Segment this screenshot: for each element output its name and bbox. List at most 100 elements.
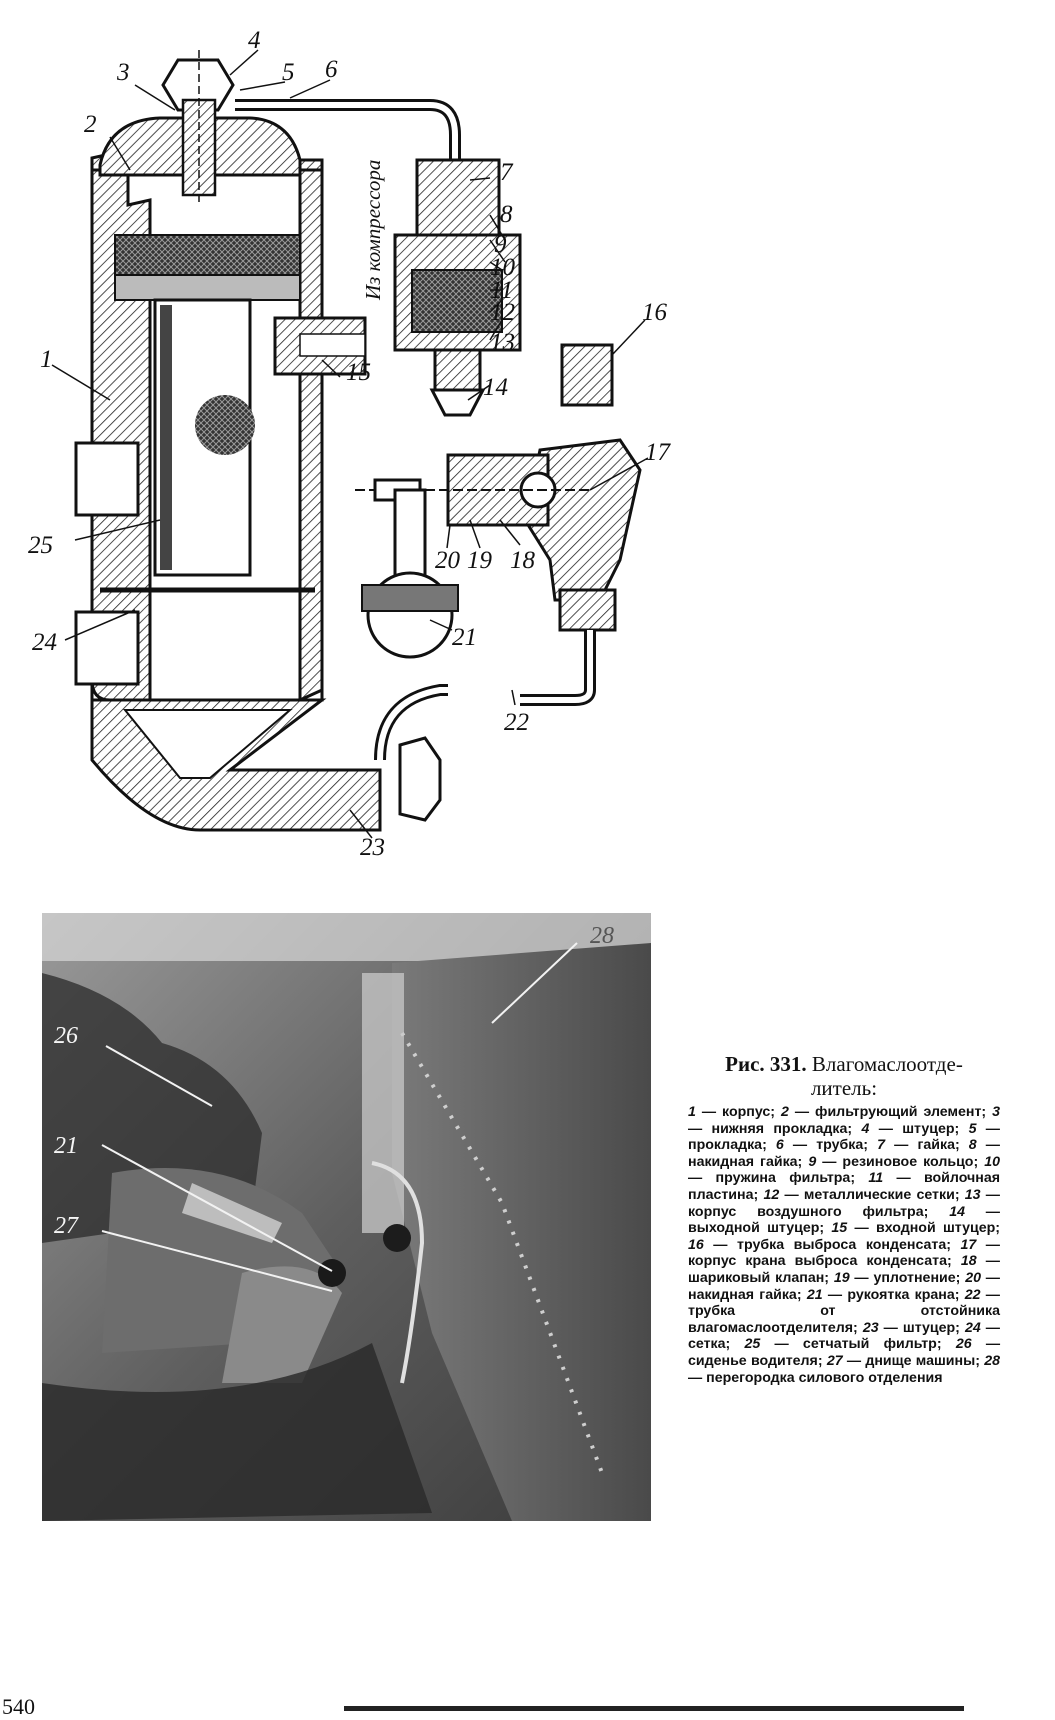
callout-4: 4 bbox=[248, 27, 261, 54]
callout-9: 9 bbox=[494, 231, 507, 258]
legend-number: 22 bbox=[964, 1286, 981, 1303]
callout-8: 8 bbox=[500, 201, 513, 228]
legend-number: 8 bbox=[968, 1137, 977, 1154]
legend-number: 26 bbox=[955, 1336, 972, 1353]
callout-19: 19 bbox=[467, 547, 493, 574]
legend-number: 21 bbox=[806, 1286, 823, 1303]
caption-title: Рис. 331. Влагомаслоотде- литель: bbox=[688, 1052, 1000, 1100]
legend-number: 16 bbox=[688, 1236, 704, 1253]
legend-text: — пружина фильтра; bbox=[688, 1170, 869, 1187]
legend-text: — корпус крана выброса конденсата; bbox=[688, 1236, 1000, 1270]
drain-cock bbox=[355, 343, 642, 632]
legend-text: — гайка; bbox=[885, 1137, 969, 1154]
legend-text: — трубка выброса конденсата; bbox=[703, 1236, 961, 1253]
legend-text: — штуцер; bbox=[869, 1120, 969, 1137]
bracket-upper bbox=[74, 441, 140, 517]
legend-number: 17 bbox=[960, 1236, 977, 1253]
legend-number: 2 bbox=[781, 1104, 789, 1120]
callout-12: 12 bbox=[490, 299, 515, 326]
callout-10: 10 bbox=[490, 254, 516, 281]
legend-number: 25 bbox=[744, 1336, 761, 1353]
callout-15: 15 bbox=[346, 359, 371, 386]
legend-number: 3 bbox=[992, 1104, 1001, 1120]
callout-16: 16 bbox=[642, 299, 668, 326]
legend-text: — нижняя прокладка; bbox=[688, 1120, 862, 1137]
callout-7: 7 bbox=[500, 159, 514, 186]
installation-photo: 26 21 27 28 bbox=[42, 913, 651, 1521]
photo-callout-26: 26 bbox=[54, 1023, 78, 1049]
air-filter-assembly bbox=[393, 158, 522, 417]
legend-number: 18 bbox=[960, 1253, 977, 1270]
legend-text: — выходной штуцер; bbox=[688, 1203, 1000, 1237]
mesh-patch bbox=[195, 395, 255, 455]
page-number: 540 bbox=[2, 1694, 35, 1719]
legend-text: — трубка от отстойника влагомаслоотделит… bbox=[688, 1286, 1000, 1336]
legend-text: — резиновое кольцо; bbox=[816, 1153, 985, 1170]
legend-number: 10 bbox=[984, 1153, 1000, 1170]
legend-number: 28 bbox=[984, 1352, 1000, 1369]
bracket-lower bbox=[74, 610, 140, 686]
legend-number: 15 bbox=[831, 1220, 848, 1237]
callout-5: 5 bbox=[282, 59, 295, 86]
photo-callout-28: 28 bbox=[590, 923, 614, 949]
legend-number: 1 bbox=[688, 1104, 696, 1120]
legend-number: 4 bbox=[861, 1120, 870, 1137]
legend-number: 13 bbox=[964, 1186, 981, 1203]
figure-caption: Рис. 331. Влагомаслоотде- литель: 1 — ко… bbox=[688, 1052, 1000, 1386]
callout-17: 17 bbox=[645, 439, 672, 466]
filter-element bbox=[114, 234, 301, 276]
legend-number: 20 bbox=[965, 1269, 981, 1286]
legend-text: — сетка; bbox=[688, 1319, 1000, 1353]
callout-6: 6 bbox=[325, 56, 338, 83]
legend-number: 12 bbox=[763, 1186, 780, 1203]
callout-20: 20 bbox=[435, 547, 461, 574]
legend-text: — накидная гайка; bbox=[688, 1269, 1000, 1303]
legend-number: 6 bbox=[775, 1137, 784, 1154]
legend-text: — сетчатый фильтр; bbox=[760, 1336, 956, 1353]
legend-text: — фильтрующий элемент; bbox=[788, 1104, 993, 1120]
legend-number: 14 bbox=[949, 1203, 965, 1220]
legend-number: 11 bbox=[868, 1170, 884, 1187]
callout-3: 3 bbox=[116, 59, 130, 86]
figure-title-line2: литель: bbox=[810, 1076, 878, 1100]
figure-title-line1: Влагомаслоотде- bbox=[811, 1052, 963, 1076]
callout-14: 14 bbox=[483, 374, 508, 401]
legend-number: 19 bbox=[833, 1269, 850, 1286]
callout-21: 21 bbox=[452, 624, 477, 651]
legend-text: — днище машины; bbox=[842, 1352, 985, 1369]
legend-number: 7 bbox=[877, 1137, 886, 1154]
photo-callout-21: 21 bbox=[54, 1133, 78, 1159]
felt-layer bbox=[114, 274, 301, 301]
legend-number: 24 bbox=[964, 1319, 981, 1336]
figure-number: Рис. 331. bbox=[725, 1052, 807, 1076]
legend-text: — корпус; bbox=[695, 1104, 781, 1120]
outlet-nut bbox=[398, 736, 442, 822]
legend-text: — накидная гайка; bbox=[688, 1137, 1000, 1170]
caption-legend: 1 — корпус; 2 — фильтрующий элемент; 3 —… bbox=[688, 1104, 1000, 1386]
legend-text: — металлические сетки; bbox=[779, 1186, 965, 1203]
legend-text: — рукоятка крана; bbox=[822, 1286, 965, 1303]
legend-number: 27 bbox=[826, 1352, 843, 1369]
union-bolt bbox=[161, 50, 235, 205]
legend-text: — уплотнение; bbox=[849, 1269, 966, 1286]
legend-text: — трубка; bbox=[783, 1137, 878, 1154]
callout-13: 13 bbox=[490, 329, 515, 356]
callout-22: 22 bbox=[504, 709, 529, 736]
callout-18: 18 bbox=[510, 547, 536, 574]
legend-text: — сиденье водителя; bbox=[688, 1336, 1001, 1369]
legend-text: — шариковый клапан; bbox=[688, 1253, 1000, 1286]
footer-rule bbox=[344, 1706, 964, 1711]
legend-text: — штуцер; bbox=[878, 1319, 965, 1336]
cock-handle bbox=[361, 571, 459, 659]
legend-number: 5 bbox=[968, 1120, 977, 1137]
legend-text: — перегородка силового отделения bbox=[688, 1369, 943, 1386]
callout-1: 1 bbox=[40, 346, 53, 373]
legend-number: 9 bbox=[808, 1153, 817, 1170]
drain-tube bbox=[520, 630, 596, 706]
legend-text: — корпус воздушного фильтра; bbox=[688, 1186, 1000, 1220]
callout-24: 24 bbox=[32, 629, 57, 656]
legend-text: — входной штуцер; bbox=[847, 1220, 1000, 1237]
callout-11: 11 bbox=[490, 277, 513, 304]
callout-23: 23 bbox=[360, 834, 385, 861]
photo-callout-27: 27 bbox=[54, 1213, 79, 1239]
